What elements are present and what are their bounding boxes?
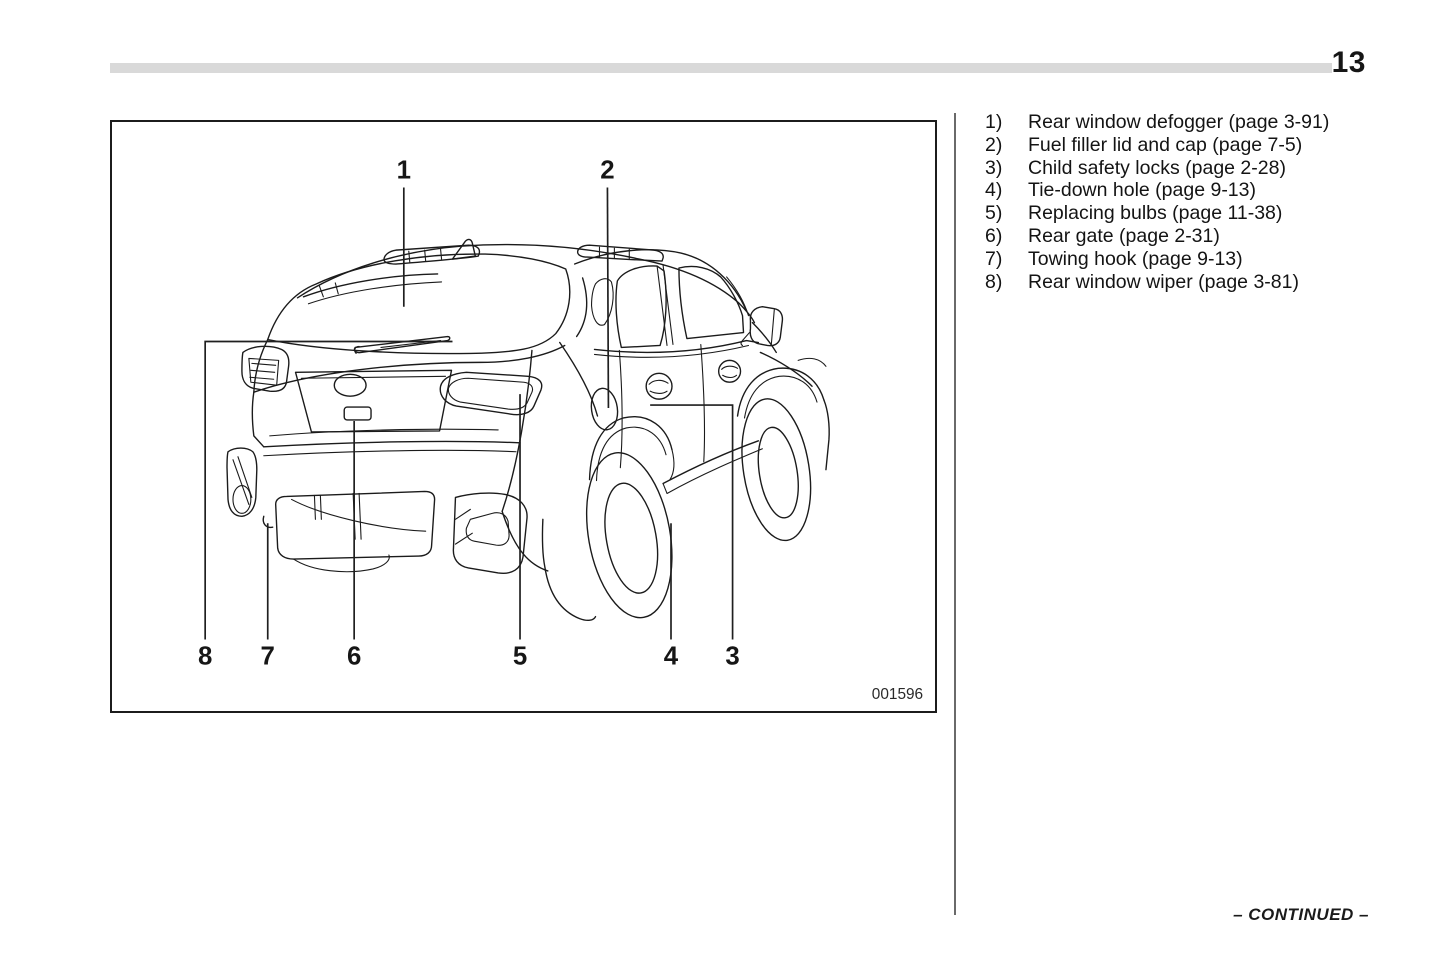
legend-item-6: 6) Rear gate (page 2-31) — [985, 225, 1385, 248]
rear-tire — [585, 452, 673, 619]
callout-label-8: 8 — [198, 642, 212, 670]
taillights — [241, 345, 543, 416]
legend-item-number: 5) — [985, 202, 1003, 225]
door-handle-front — [717, 359, 742, 383]
legend-item-3: 3) Child safety locks (page 2-28) — [985, 157, 1385, 180]
legend-item-text: Replacing bulbs (page 11-38) — [1028, 202, 1283, 225]
rear-wiper — [353, 335, 451, 354]
legend-item-number: 7) — [985, 247, 1003, 270]
callout-label-6: 6 — [347, 642, 361, 670]
fuel-filler-lid — [590, 387, 619, 431]
legend-item-number: 8) — [985, 270, 1003, 293]
legend-item-7: 7) Towing hook (page 9-13) — [985, 248, 1385, 271]
callout-label-2: 2 — [600, 157, 614, 185]
figure-box: 1 2 3 4 5 6 7 8 001596 — [110, 120, 937, 713]
legend-item-number: 3) — [985, 156, 1003, 179]
legend-item-text: Fuel filler lid and cap (page 7-5) — [1028, 133, 1303, 156]
legend-item-text: Rear gate (page 2-31) — [1028, 224, 1220, 247]
column-separator-line — [954, 113, 956, 915]
legend-item-8: 8) Rear window wiper (page 3-81) — [985, 271, 1385, 294]
front-body — [736, 321, 830, 471]
continued-label: – CONTINUED – — [1233, 905, 1369, 924]
car-rear-diagram: 1 2 3 4 5 6 7 8 001596 — [198, 157, 923, 703]
side-mirror — [740, 306, 784, 347]
gate-handle — [343, 406, 372, 421]
roof-and-spoiler — [296, 238, 756, 324]
front-tire — [741, 398, 812, 542]
callout-labels: 1 2 3 4 5 6 7 8 — [198, 157, 740, 671]
legend-item-number: 4) — [985, 179, 1003, 202]
page-number: 13 — [1331, 46, 1366, 79]
legend-item-number: 1) — [985, 111, 1003, 133]
rear-window — [267, 253, 571, 355]
legend-item-4: 4) Tie-down hole (page 9-13) — [985, 179, 1385, 202]
legend-item-number: 6) — [985, 224, 1003, 247]
callout-label-7: 7 — [261, 642, 275, 670]
callout-label-1: 1 — [397, 157, 411, 185]
image-code: 001596 — [872, 686, 923, 703]
legend-item-text: Towing hook (page 9-13) — [1028, 247, 1243, 270]
legend-item-5: 5) Replacing bulbs (page 11-38) — [985, 202, 1385, 225]
legend-item-number: 2) — [985, 133, 1003, 156]
legend-item-text: Rear window wiper (page 3-81) — [1028, 270, 1299, 293]
legend-item-1: 1) Rear window defogger (page 3-91) — [985, 111, 1385, 134]
legend-item-text: Child safety locks (page 2-28) — [1028, 156, 1286, 179]
callout-label-3: 3 — [725, 642, 739, 670]
callout-label-4: 4 — [664, 642, 679, 670]
header-rule-bar — [110, 63, 1332, 73]
legend-item-text: Rear window defogger (page 3-91) — [1028, 111, 1330, 133]
wheels — [541, 398, 812, 622]
emblem — [333, 373, 367, 397]
antenna-fin — [451, 238, 477, 260]
rear-bumper — [226, 447, 549, 575]
door-handle-rear — [645, 372, 673, 400]
legend-item-2: 2) Fuel filler lid and cap (page 7-5) — [985, 134, 1385, 157]
rear-gate — [251, 338, 566, 513]
callout-label-5: 5 — [513, 642, 527, 670]
towing-hook — [262, 515, 274, 529]
legend-list: 1) Rear window defogger (page 3-91) 2) F… — [985, 111, 1385, 293]
side-body — [559, 249, 784, 495]
legend-item-text: Tie-down hole (page 9-13) — [1028, 179, 1256, 202]
leader-lines — [204, 187, 734, 640]
